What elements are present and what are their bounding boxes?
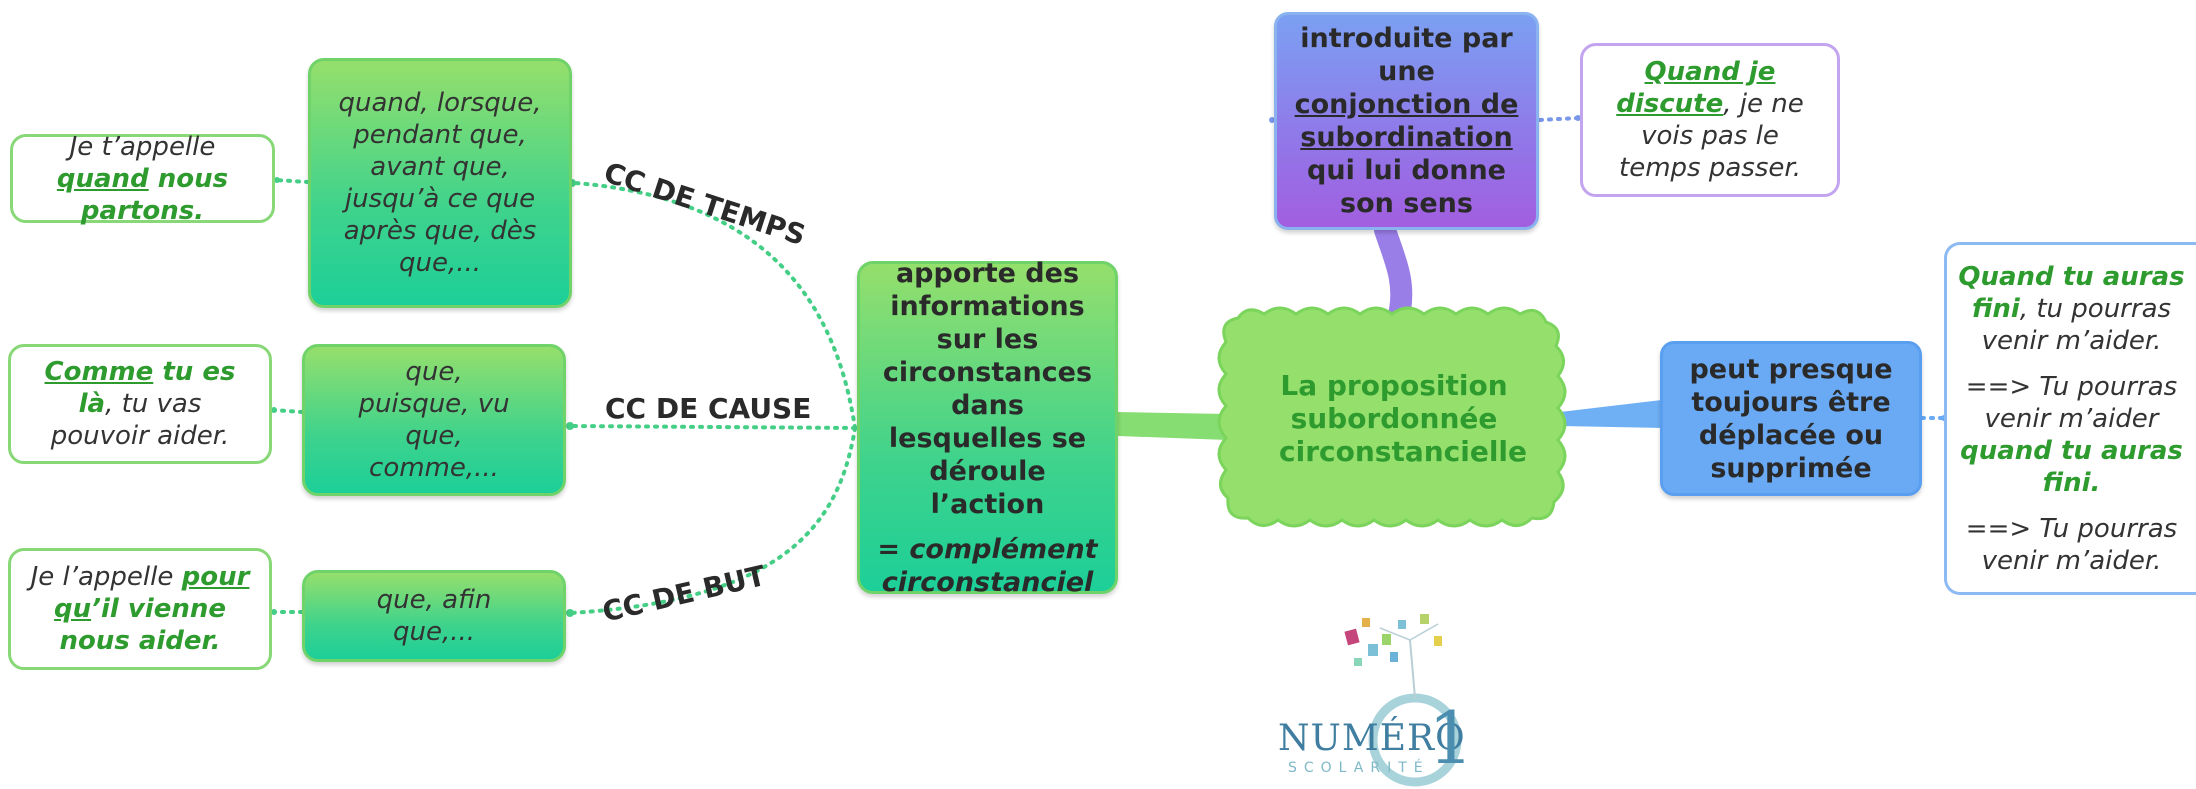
example-temps-text: Je t’appelle quand nous partons.: [13, 131, 272, 227]
example-cause-link: Comme: [44, 357, 154, 387]
intro-example: Quand je discute, je ne vois pas le temp…: [1580, 43, 1840, 197]
conjunctions-temps-text: quand, lorsque, pendant que, avant que, …: [338, 88, 542, 278]
logo-graphic: [1344, 614, 1462, 787]
example-temps-link: quand: [56, 163, 149, 194]
example-but-pre: Je l’appelle: [30, 562, 182, 592]
role-node[interactable]: apporte des informations sur les circons…: [857, 258, 1118, 598]
conjunctions-but[interactable]: que, afin que,...: [302, 570, 566, 662]
connector-central-role: [1118, 412, 1228, 440]
conjunctions-but-text: que, afin que,...: [376, 585, 492, 647]
movable-node[interactable]: peut presque toujours être déplacée ou s…: [1660, 341, 1922, 496]
connector-central-movable: [1560, 400, 1662, 428]
central-node[interactable]: La proposition subordonnée circonstancie…: [1240, 330, 1548, 506]
example-temps: Je t’appelle quand nous partons.: [10, 132, 275, 226]
link-temps-example: [273, 178, 310, 184]
conjunctions-temps[interactable]: quand, lorsque, pendant que, avant que, …: [308, 58, 572, 308]
conjunctions-cause-text: que, puisque, vu que, comme,...: [358, 357, 510, 483]
intro-example-rest: , je ne vois pas le temps passer.: [1619, 89, 1804, 183]
intro-underlined: conjonction de subordination: [1294, 89, 1519, 153]
movable-example: Quand tu auras fini, tu pourras venir m’…: [1944, 242, 2196, 595]
example-cause-text: Comme tu es là, tu vas pouvoir aider.: [11, 356, 269, 452]
role-text: apporte des informations sur les circons…: [882, 257, 1093, 520]
movable-example-p1-rest: , tu pourras venir m’aider.: [1981, 293, 2172, 356]
link-cause-example: [270, 408, 304, 414]
movable-example-p3: ==> Tu pourras venir m’aider.: [1965, 513, 2178, 576]
link-role-but: [568, 426, 857, 615]
intro-node[interactable]: introduite par une conjonction de subord…: [1274, 12, 1539, 230]
branch-label-cause: CC DE CAUSE: [605, 392, 812, 425]
link-role-cause: [568, 424, 857, 430]
intro-example-bold: Quand je discute: [1616, 57, 1776, 119]
role-equals: = complément circonstanciel: [877, 533, 1098, 598]
movable-text: peut presque toujours être déplacée ou s…: [1689, 353, 1893, 484]
logo-name: NUMÉRO: [1278, 718, 1466, 759]
intro-example-text: Quand je discute, je ne vois pas le temp…: [1583, 56, 1837, 184]
example-but-bold: ’il vienne nous aider.: [59, 594, 227, 656]
example-cause: Comme tu es là, tu vas pouvoir aider.: [8, 344, 272, 464]
intro-line1: introduite par une: [1300, 23, 1513, 87]
example-temps-post: nous partons.: [80, 163, 229, 226]
example-but: Je l’appelle pour qu’il vienne nous aide…: [8, 548, 272, 670]
conjunctions-cause[interactable]: que, puisque, vu que, comme,...: [302, 344, 566, 496]
logo: NUMÉRO 1 SCOLARITÉ: [1270, 600, 1510, 789]
intro-line2: qui lui donne son sens: [1307, 155, 1506, 219]
example-but-link: pour qu: [53, 562, 250, 624]
example-temps-pre: Je t’appelle: [69, 131, 216, 162]
logo-digit: 1: [1428, 696, 1474, 780]
movable-example-p1-bold: Quand tu auras fini: [1958, 261, 2185, 324]
movable-example-p1: Quand tu auras fini, tu pourras venir m’…: [1947, 261, 2196, 357]
connector-central-intro: [1374, 219, 1413, 321]
link-intro-example: [1538, 116, 1580, 122]
example-cause-post: , tu vas pouvoir aider.: [50, 389, 230, 451]
logo-tagline: SCOLARITÉ: [1288, 760, 1430, 776]
example-but-text: Je l’appelle pour qu’il vienne nous aide…: [11, 561, 269, 657]
movable-example-p2-bold: quand tu auras fini.: [1960, 435, 2183, 498]
movable-example-p2: ==> Tu pourras venir m’aider quand tu au…: [1947, 371, 2196, 499]
example-cause-bold: tu es là: [78, 357, 236, 419]
central-node-shape: [1217, 306, 1567, 528]
movable-example-p2-plain: ==> Tu pourras venir m’aider: [1965, 371, 2178, 434]
central-title: La proposition subordonnée circonstancie…: [1279, 368, 1528, 468]
